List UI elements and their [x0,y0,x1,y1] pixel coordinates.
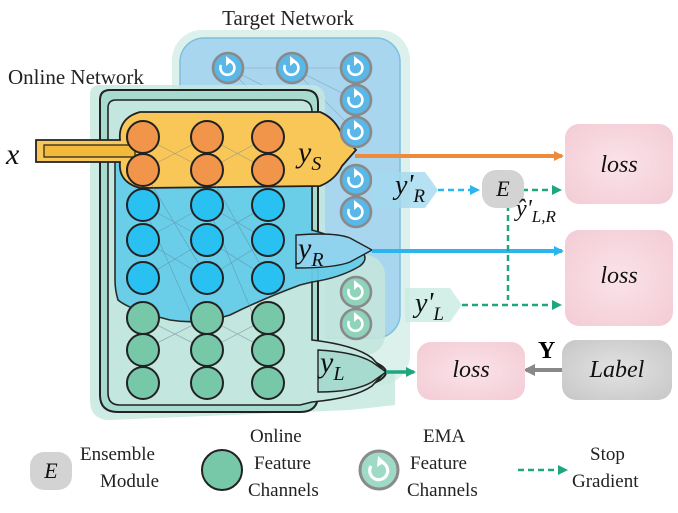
legend-ensemble-text-1: Ensemble [80,444,155,465]
legend-ensemble-text-2: Module [100,471,159,492]
yr-label: yR [295,232,324,271]
online-feature-node [126,188,160,222]
ema-feature-node [339,83,373,117]
ema-feature-node [339,163,373,197]
loss-box-bottom-text: loss [452,357,489,383]
online-feature-node [126,153,160,187]
ys-label: yS [295,136,321,175]
ema-feature-node [339,195,373,229]
ensemble-module-symbol: E [495,176,510,201]
ema-feature-node [339,115,373,149]
online-feature-node [251,153,285,187]
legend-ema-text-3: Channels [407,480,478,501]
online-feature-node [190,333,224,367]
legend-ema-text-1: EMA [423,426,466,447]
online-feature-node [251,333,285,367]
label-box [562,340,672,400]
yl-label: yL [317,346,344,385]
label-box-text: Label [589,357,645,383]
ema-feature-node [339,307,373,341]
online-feature-node [126,301,160,335]
online-feature-node [126,366,160,400]
online-feature-node [251,120,285,154]
online-feature-node [190,153,224,187]
ema-feature-node [339,51,373,85]
loss-box-top-text: loss [600,152,637,178]
online-network-title: Online Network [8,65,144,89]
legend: E Ensemble Module Online Feature Channel… [30,426,639,501]
online-feature-node [126,261,160,295]
ema-feature-node [339,275,373,309]
loss-box-top [565,124,673,204]
ema-feature-node [211,51,245,85]
online-feature-node [190,366,224,400]
online-feature-node [126,333,160,367]
legend-ensemble-icon-symbol: E [43,458,58,483]
loss-box-middle [565,230,673,326]
yprime-l-bubble [405,288,462,322]
yprime-r-label: y'R [392,170,425,207]
legend-online-text-2: Feature [254,453,311,474]
legend-online-text-3: Channels [248,480,319,501]
legend-stop-text-1: Stop [590,444,625,465]
online-feature-node [251,188,285,222]
legend-online-channel-icon [201,449,243,491]
ensemble-module-box [482,170,524,208]
legend-online-text-1: Online [250,426,302,447]
online-feature-node [126,223,160,257]
yhat-label: ŷ'L,R [514,196,557,226]
loss-box-bottom [417,342,525,400]
online-network-l-bulge [317,349,388,393]
online-feature-node [251,366,285,400]
legend-ensemble-icon [30,452,72,490]
loss-box-middle-text: loss [600,263,637,289]
y-truth-label: Y [538,338,555,364]
online-feature-node [190,261,224,295]
node-layer [126,51,373,400]
input-arrow-inner [43,144,136,158]
online-feature-node [251,261,285,295]
online-network-r-bulge [295,233,374,269]
arrows [355,151,564,377]
ema-feature-node [275,51,309,85]
legend-ema-channel-icon [358,449,400,491]
online-feature-node [190,301,224,335]
online-feature-node [251,223,285,257]
target-network-title: Target Network [222,6,354,30]
online-feature-node [190,120,224,154]
yprime-r-bubble [372,172,438,208]
online-feature-node [190,223,224,257]
online-feature-node [126,120,160,154]
legend-stop-text-2: Gradient [572,471,639,492]
online-feature-node [251,301,285,335]
yprime-l-label: y'L [412,288,444,325]
input-x-label: x [5,138,20,171]
online-feature-node [190,188,224,222]
legend-ema-text-2: Feature [410,453,467,474]
